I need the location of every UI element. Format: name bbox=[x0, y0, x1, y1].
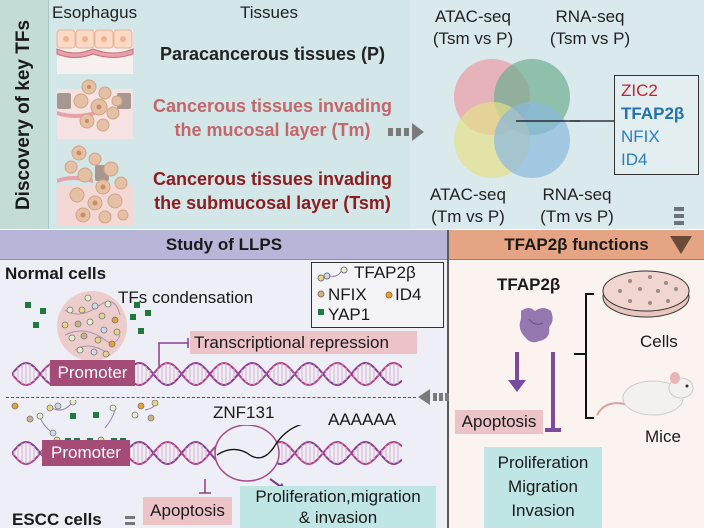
znf131-label: ZNF131 bbox=[213, 403, 275, 422]
tf-binding-illustration bbox=[11, 400, 159, 444]
escc-apoptosis-label: Apoptosis bbox=[143, 497, 232, 525]
tfap2b-protein-label: TFAP2β bbox=[497, 275, 561, 294]
functions-outcomes-box: Proliferation Migration Invasion bbox=[484, 447, 602, 528]
legend-yap1: YAP1 bbox=[328, 305, 371, 324]
tf-zic2: ZIC2 bbox=[621, 81, 658, 100]
tsm-tissue-icon bbox=[57, 145, 133, 225]
dotted-arrow-left-icon bbox=[418, 389, 449, 405]
functions-apoptosis-label: Apoptosis bbox=[455, 410, 543, 434]
normal-cells-label: Normal cells bbox=[5, 264, 107, 283]
tfap2b-functions-header: TFAP2β functions bbox=[449, 230, 704, 260]
escc-dash-icon bbox=[125, 516, 135, 525]
paracancerous-tissue-icon bbox=[56, 29, 134, 74]
id4-legend-icon bbox=[385, 291, 393, 299]
legend-nfix: NFIX bbox=[328, 285, 367, 304]
models-bracket bbox=[574, 293, 594, 419]
promoter-box-escc: Promoter bbox=[42, 440, 130, 466]
tfap2b-legend-icon bbox=[317, 266, 348, 282]
mice-label: Mice bbox=[645, 427, 681, 446]
venn-diagram bbox=[454, 59, 580, 178]
tissue-label-tm: Cancerous tissues invading the mucosal l… bbox=[152, 96, 393, 140]
venn-label-atac-tsm: ATAC-seq(Tsm vs P) bbox=[432, 7, 514, 48]
legend-icons bbox=[317, 266, 348, 315]
protein-structure-icon bbox=[519, 308, 553, 343]
tissue-illustrations bbox=[56, 29, 134, 225]
venn-label-rna-tm: RNA-seq(Tm vs P) bbox=[540, 185, 614, 226]
promoter-box-normal: Promoter bbox=[50, 360, 135, 386]
legend-id4: ID4 bbox=[395, 285, 422, 304]
llps-header: Study of LLPS bbox=[0, 230, 448, 260]
dotted-arrow-right-icon bbox=[388, 123, 424, 141]
cells-label: Cells bbox=[640, 332, 678, 351]
arrow-to-apoptosis-icon bbox=[508, 380, 526, 392]
legend-tfap2b: TFAP2β bbox=[354, 263, 416, 282]
petri-dish-icon bbox=[602, 270, 690, 318]
dashed-divider bbox=[6, 397, 416, 398]
venn-label-rna-tsm: RNA-seq(Tsm vs P) bbox=[549, 7, 631, 48]
discovery-title-strip bbox=[0, 0, 49, 229]
tissues-header: Tissues bbox=[240, 3, 298, 22]
escc-proliferation-box: Proliferation,migration& invasion bbox=[240, 486, 436, 528]
dotted-arrow-down-icon bbox=[674, 207, 684, 225]
tissue-label-p: Paracancerous tissues (P) bbox=[159, 44, 386, 64]
transcriptional-repression-label: Transcriptional repression bbox=[190, 331, 417, 354]
escc-cells-label: ESCC cells bbox=[12, 510, 102, 529]
nfix-legend-icon bbox=[317, 290, 325, 298]
repression-inhibitor-icon bbox=[158, 338, 189, 368]
discovery-section-title: Discovery of key TFs bbox=[13, 19, 35, 210]
esophagus-header: Esophagus bbox=[52, 3, 138, 22]
tissue-label-tsm: Cancerous tissues invading the submucosa… bbox=[152, 169, 393, 213]
venn-circle-rna-tm bbox=[494, 102, 570, 178]
panel-divider bbox=[447, 230, 449, 528]
polya-tail-label: AAAAAA bbox=[328, 410, 397, 429]
mouse-icon bbox=[596, 372, 694, 416]
tfs-condensation-label: TFs condensation bbox=[118, 288, 254, 307]
mrna-strand bbox=[216, 425, 302, 459]
tm-tissue-icon bbox=[57, 79, 133, 139]
tf-tfap2b: TFAP2β bbox=[621, 104, 685, 123]
tf-id4: ID4 bbox=[621, 150, 648, 169]
tf-condensate-illustration bbox=[25, 291, 151, 361]
tf-nfix: NFIX bbox=[621, 127, 660, 146]
header-arrow-down-icon bbox=[670, 236, 692, 254]
yap1-legend-icon bbox=[318, 309, 324, 315]
functions-arrows bbox=[508, 352, 561, 432]
venn-label-atac-tm: ATAC-seq(Tm vs P) bbox=[430, 185, 506, 226]
key-tfs-box: ZIC2 TFAP2β NFIX ID4 bbox=[614, 75, 699, 175]
legend-box bbox=[311, 262, 444, 328]
